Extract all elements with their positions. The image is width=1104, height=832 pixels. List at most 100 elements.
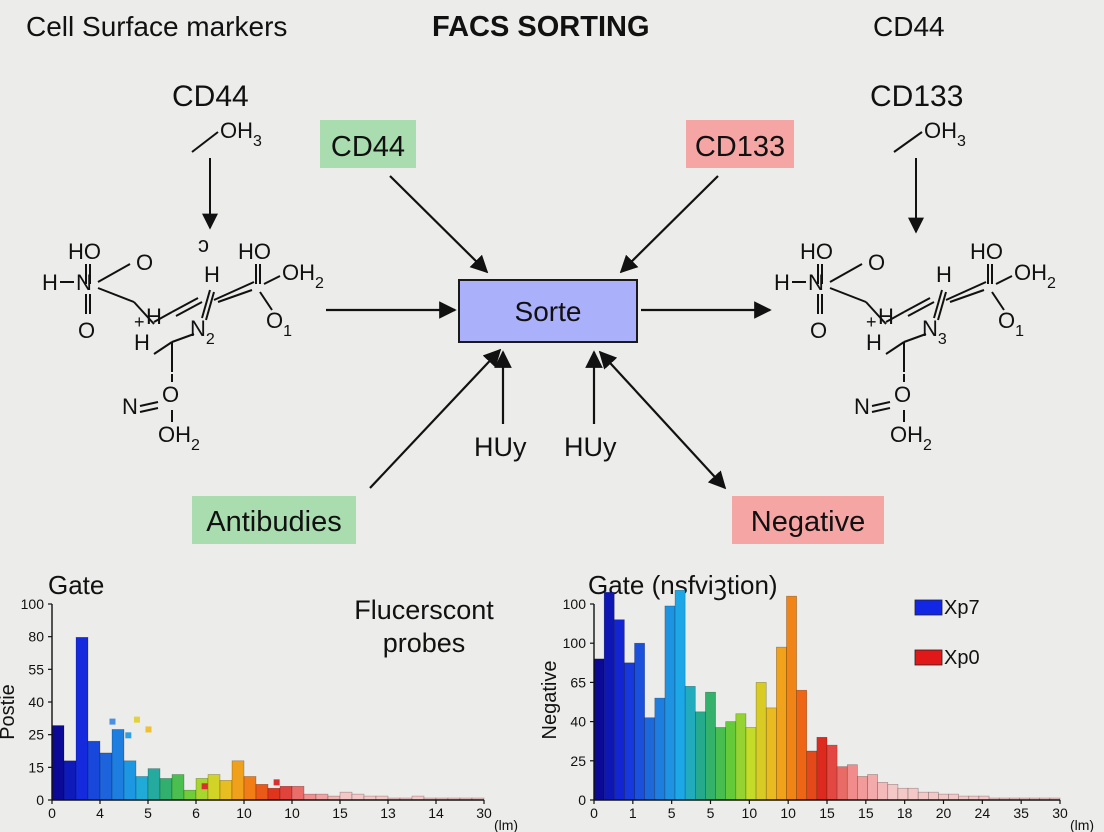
left-molecule-atom-oh_bottom: OH2 (158, 422, 200, 454)
x-tick-label: 10 (236, 805, 252, 821)
histogram-bar (715, 727, 726, 801)
right-molecule-atom-n2_sub: 3 (938, 331, 947, 348)
histogram-bar (207, 774, 221, 801)
right-molecule-atom-o_low2: O (894, 382, 911, 407)
histogram-bar (826, 744, 838, 801)
left-molecule-atom-o_low2: O (162, 382, 179, 407)
right-molecule-bond (907, 301, 935, 317)
left-molecule-bond (171, 297, 199, 313)
right-molecule-atom-ho_top: HO (800, 239, 833, 264)
y-tick-label: 0 (36, 792, 44, 808)
histogram-bar (75, 637, 89, 801)
x-tick-label: 10 (284, 805, 300, 821)
right-molecule-atom-n_center: N (808, 270, 824, 295)
left-substituent-sub: 3 (253, 133, 262, 150)
probes-label-line2: probes (383, 628, 466, 658)
left-molecule-atom-h_top2: H (204, 262, 220, 287)
left-molecule-atom-oh2_r: OH2 (282, 260, 324, 292)
histogram-bar (243, 776, 257, 801)
y-tick-label: 100 (21, 596, 45, 612)
right-molecule-bond (865, 301, 887, 325)
left-molecule-bond (139, 407, 159, 413)
histogram-bar (917, 791, 929, 801)
scatter-marker (125, 732, 132, 739)
right-molecule-bond (949, 289, 985, 303)
left-molecule-bond (217, 289, 253, 303)
left-molecule-bond (213, 281, 255, 301)
x-tick-label: 15 (332, 805, 348, 821)
histogram-bar (613, 619, 625, 801)
left-molecule-atom-h_mid: H (134, 330, 150, 355)
right-substituent: OH (924, 118, 957, 143)
histogram-bar (938, 793, 949, 801)
right-molecule-atom-o1: O1 (998, 308, 1024, 340)
svg-text:ↄ: ↄ (198, 232, 209, 257)
histogram-bar (654, 697, 666, 801)
histogram-bar (171, 774, 185, 801)
histogram-bar (816, 736, 828, 801)
flow-arrows (326, 175, 772, 490)
histogram-bar (776, 646, 787, 801)
left-molecule-bond (205, 291, 215, 321)
histogram-bar (725, 721, 737, 801)
scatter-marker (145, 726, 152, 733)
right-molecule-atom-o_right: O (868, 250, 885, 275)
svg-text:OH3: OH3 (220, 118, 262, 150)
right-molecule-atom-n_n2: N3 (922, 316, 947, 348)
cd133-box-label: CD133 (695, 131, 785, 163)
svg-text:OH3: OH3 (924, 118, 966, 150)
y-tick-label: 100 (563, 596, 587, 612)
right-molecule-atom-ho_top2: HO (970, 239, 1003, 264)
left-molecule-atom-h_plus: + (134, 312, 145, 332)
legend-swatch (914, 649, 943, 666)
right-molecule-atom-h_mid: H (866, 330, 882, 355)
histogram-bar (877, 782, 889, 801)
histogram-bar (183, 789, 197, 801)
right-molecule-atom-h_plus: + (866, 312, 877, 332)
histogram-bar (674, 589, 686, 801)
histogram-bar (786, 595, 797, 801)
left-molecule-atom-n_center: N (76, 270, 92, 295)
x-tick-label: 13 (380, 805, 396, 821)
right-molecule-bond (829, 287, 867, 303)
left-molecule-bond (139, 401, 159, 407)
histogram-bar (315, 793, 329, 801)
x-tick-label: 1 (629, 805, 637, 821)
left-molecule-atom-n2_sub: 2 (206, 331, 215, 348)
left-molecule-bond (201, 289, 211, 319)
antibodies-box: Antibudies (192, 496, 356, 544)
histogram-bar (684, 686, 696, 801)
right-substituent-sub: 3 (957, 133, 966, 150)
histogram-bar (231, 760, 245, 801)
scatter-marker (273, 779, 280, 786)
histogram-bar (603, 591, 615, 801)
x-tick-label: 5 (707, 805, 715, 821)
histogram-bar (857, 776, 868, 801)
arrow-cd44-to-sorter (389, 175, 489, 274)
histogram-bar (846, 764, 858, 801)
histogram-bar (755, 682, 767, 801)
histogram-bar (907, 787, 919, 801)
right-molecule-atom-n_low: N (854, 394, 870, 419)
histogram-bar (836, 766, 848, 801)
right-molecule-atom-oh2_sub: 2 (1047, 275, 1056, 292)
left-molecule-bond (263, 275, 281, 285)
histogram-bar (745, 727, 757, 801)
left-molecule-atom-o_right: O (136, 250, 153, 275)
histogram-bar (255, 784, 269, 801)
y-tick-label: 25 (28, 727, 44, 743)
right-molecule-atom-oh2_r: OH2 (1014, 260, 1056, 292)
histogram-bar (339, 791, 353, 801)
x-tick-label: 5 (144, 805, 152, 821)
sorter-box: Sorte (458, 279, 638, 343)
x-tick-label: 15 (819, 805, 835, 821)
histogram-bar (135, 776, 149, 801)
header-left: Cell Surface markers (26, 11, 287, 42)
y-tick-label: 100 (563, 635, 587, 651)
antibodies-box-label: Antibudies (206, 506, 341, 538)
left-molecule-bond (97, 287, 135, 303)
